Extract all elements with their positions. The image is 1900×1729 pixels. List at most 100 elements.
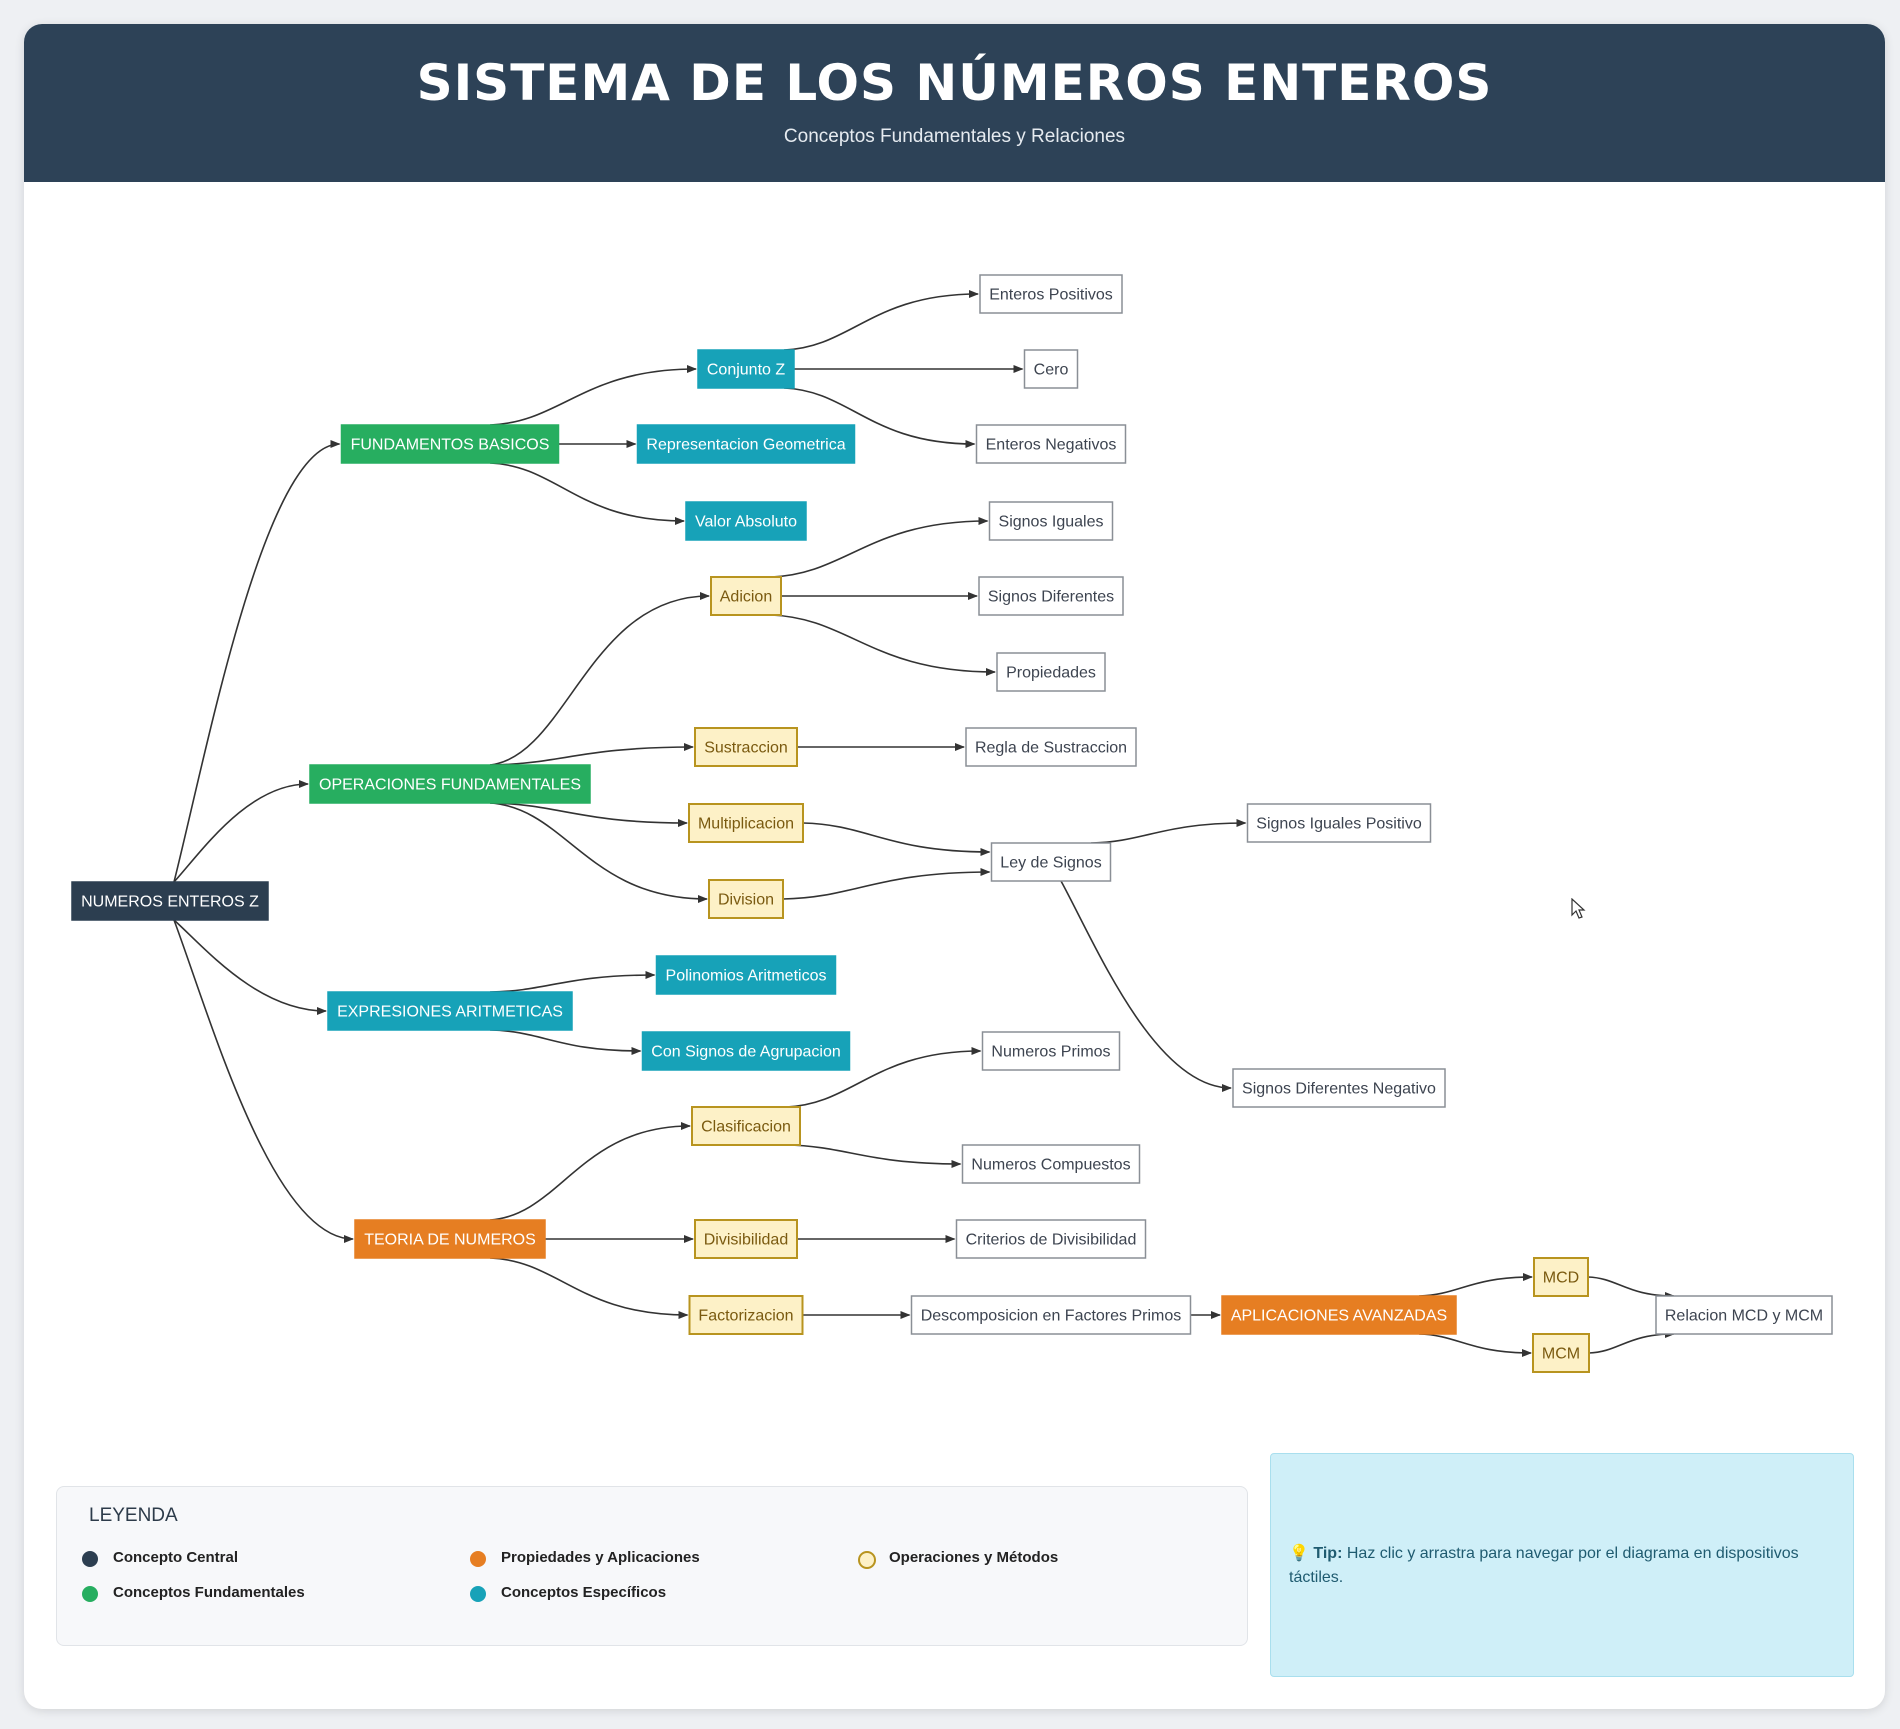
node-box-sust[interactable] <box>694 727 798 767</box>
node-mcm[interactable]: MCM <box>1532 1333 1590 1373</box>
node-box-valabs[interactable] <box>685 501 807 541</box>
edge-fund-valabs <box>489 462 685 525</box>
node-reglasust[interactable]: Regla de Sustraccion <box>965 727 1137 767</box>
node-label-compuestos: Numeros Compuestos <box>971 1157 1130 1174</box>
node-teo[interactable]: TEORIA DE NUMEROS <box>354 1219 546 1259</box>
node-divis[interactable]: Divisibilidad <box>694 1219 798 1259</box>
edge-clasif-primos <box>785 1047 982 1108</box>
node-box-teo[interactable] <box>354 1219 546 1259</box>
node-box-repgeo[interactable] <box>636 424 856 464</box>
node-label-mcd: MCD <box>1543 1270 1579 1287</box>
edge-teo-clasif <box>489 1122 691 1221</box>
node-criterios[interactable]: Criterios de Divisibilidad <box>955 1219 1147 1259</box>
node-ley[interactable]: Ley de Signos <box>990 842 1112 882</box>
edges-layer <box>173 290 1675 1357</box>
node-compuestos[interactable]: Numeros Compuestos <box>961 1144 1141 1184</box>
legend-label-specific: Conceptos Específicos <box>501 1584 667 1601</box>
node-box-adic[interactable] <box>710 576 782 616</box>
node-box-rel[interactable] <box>1655 1295 1833 1335</box>
node-box-primos[interactable] <box>981 1031 1121 1071</box>
node-box-entneg[interactable] <box>975 424 1127 464</box>
node-adic[interactable]: Adicion <box>710 576 782 616</box>
node-box-conjz[interactable] <box>697 349 795 389</box>
node-box-aplic[interactable] <box>1221 1295 1457 1335</box>
node-box-mcd[interactable] <box>1533 1257 1589 1297</box>
node-box-divis[interactable] <box>694 1219 798 1259</box>
edge-ops-sust <box>489 743 694 766</box>
node-consig[interactable]: Con Signos de Agrupacion <box>641 1031 851 1071</box>
node-box-cero[interactable] <box>1023 349 1079 389</box>
edge-root-teo <box>173 919 354 1243</box>
node-expr[interactable]: EXPRESIONES ARITMETICAS <box>327 991 573 1031</box>
node-entneg[interactable]: Enteros Negativos <box>975 424 1127 464</box>
node-box-reglasust[interactable] <box>965 727 1137 767</box>
node-primos[interactable]: Numeros Primos <box>981 1031 1121 1071</box>
node-box-ops[interactable] <box>309 764 591 804</box>
node-box-fund[interactable] <box>340 424 560 464</box>
node-box-div[interactable] <box>708 879 784 919</box>
node-sigdif[interactable]: Signos Diferentes <box>978 576 1124 616</box>
node-aplic[interactable]: APLICACIONES AVANZADAS <box>1221 1295 1457 1335</box>
node-box-sigigpos[interactable] <box>1246 803 1432 843</box>
node-entpos[interactable]: Enteros Positivos <box>979 274 1123 314</box>
node-box-compuestos[interactable] <box>961 1144 1141 1184</box>
node-repgeo[interactable]: Representacion Geometrica <box>636 424 856 464</box>
node-label-adic: Adicion <box>720 589 772 606</box>
node-valabs[interactable]: Valor Absoluto <box>685 501 807 541</box>
edge-div-ley <box>782 868 991 900</box>
node-label-aplic: APLICACIONES AVANZADAS <box>1231 1308 1447 1325</box>
node-mult[interactable]: Multiplicacion <box>688 803 804 843</box>
node-rel[interactable]: Relacion MCD y MCM <box>1655 1295 1833 1335</box>
node-clasif[interactable]: Clasificacion <box>691 1106 801 1146</box>
node-box-sigig[interactable] <box>988 501 1114 541</box>
edge-mcm-rel <box>1588 1330 1675 1354</box>
node-sigigpos[interactable]: Signos Iguales Positivo <box>1246 803 1432 843</box>
node-conjz[interactable]: Conjunto Z <box>697 349 795 389</box>
node-mcd[interactable]: MCD <box>1533 1257 1589 1297</box>
node-label-entneg: Enteros Negativos <box>986 437 1117 454</box>
node-sigdifneg[interactable]: Signos Diferentes Negativo <box>1232 1068 1446 1108</box>
node-sust[interactable]: Sustraccion <box>694 727 798 767</box>
node-label-mult: Multiplicacion <box>698 816 794 833</box>
node-box-polin[interactable] <box>655 955 837 995</box>
node-box-fact[interactable] <box>688 1295 804 1335</box>
node-root[interactable]: NUMEROS ENTEROS Z <box>71 881 269 921</box>
legend-label-fundamental: Conceptos Fundamentales <box>113 1584 305 1601</box>
node-cero[interactable]: Cero <box>1023 349 1079 389</box>
node-fund[interactable]: FUNDAMENTOS BASICOS <box>340 424 560 464</box>
concept-map[interactable]: NUMEROS ENTEROS Z FUNDAMENTOS BASICOS OPER… <box>24 24 1885 1464</box>
node-box-root[interactable] <box>71 881 269 921</box>
node-sigig[interactable]: Signos Iguales <box>988 501 1114 541</box>
node-ops[interactable]: OPERACIONES FUNDAMENTALES <box>309 764 591 804</box>
node-box-descomp[interactable] <box>910 1295 1192 1335</box>
node-box-mcm[interactable] <box>1532 1333 1590 1373</box>
node-box-criterios[interactable] <box>955 1219 1147 1259</box>
node-descomp[interactable]: Descomposicion en Factores Primos <box>910 1295 1192 1335</box>
node-box-entpos[interactable] <box>979 274 1123 314</box>
lightbulb-icon: 💡 <box>1289 1545 1309 1562</box>
legend-dot-central <box>82 1551 98 1567</box>
node-box-expr[interactable] <box>327 991 573 1031</box>
edge-ops-div <box>489 802 708 903</box>
node-box-consig[interactable] <box>641 1031 851 1071</box>
node-polin[interactable]: Polinomios Aritmeticos <box>655 955 837 995</box>
node-box-sigdifneg[interactable] <box>1232 1068 1446 1108</box>
node-prop[interactable]: Propiedades <box>996 652 1106 692</box>
node-box-prop[interactable] <box>996 652 1106 692</box>
node-label-cero: Cero <box>1034 362 1069 379</box>
edge-expr-polin <box>489 971 656 993</box>
node-box-clasif[interactable] <box>691 1106 801 1146</box>
node-label-sigig: Signos Iguales <box>999 514 1104 531</box>
node-fact[interactable]: Factorizacion <box>688 1295 804 1335</box>
edge-aplic-mcm <box>1418 1333 1532 1357</box>
tip-label: Tip: <box>1313 1545 1343 1562</box>
node-box-mult[interactable] <box>688 803 804 843</box>
node-box-ley[interactable] <box>990 842 1112 882</box>
legend-label-central: Concepto Central <box>113 1549 239 1566</box>
node-label-mcm: MCM <box>1542 1346 1580 1363</box>
edge-aplic-mcd <box>1418 1273 1533 1297</box>
edge-fund-conjz <box>489 365 697 426</box>
node-div[interactable]: Division <box>708 879 784 919</box>
node-box-sigdif[interactable] <box>978 576 1124 616</box>
node-label-reglasust: Regla de Sustraccion <box>975 740 1127 757</box>
